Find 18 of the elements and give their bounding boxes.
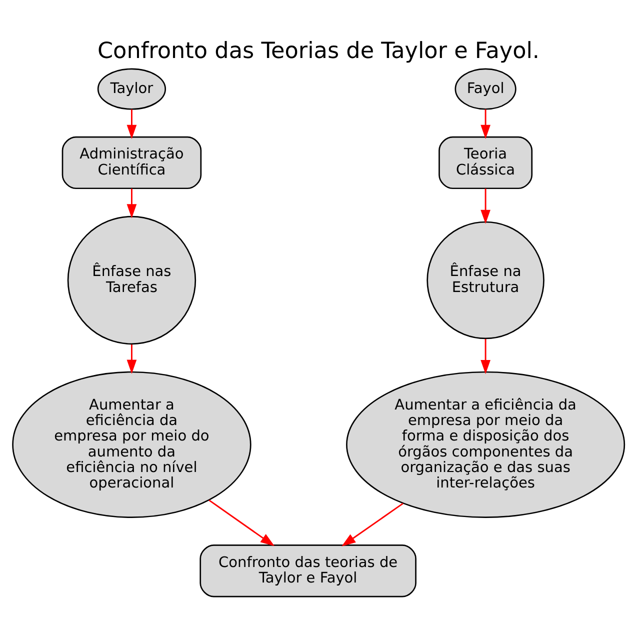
node-box: Confronto das teorias de Taylor e Fayol — [200, 544, 416, 598]
arrow — [480, 338, 490, 374]
node-circle: Ênfase nas Tarefas — [67, 216, 196, 345]
arrow — [480, 188, 490, 224]
arrow — [208, 500, 275, 546]
arrow — [342, 502, 404, 546]
arrow — [126, 344, 137, 374]
node-box: Teoria Clássica — [438, 136, 533, 190]
node-ellipse: Taylor — [97, 68, 166, 110]
node-box: Administração Científica — [62, 136, 202, 190]
node-circle: Ênfase na Estrutura — [426, 221, 544, 340]
node-ellipse: Fayol — [454, 68, 516, 110]
diagram-title: Confronto das Teorias de Taylor e Fayol. — [97, 38, 540, 64]
arrow — [480, 109, 490, 139]
node-ellipse: Aumentar a eficiência da empresa por meio do aumento da eficiência no nível operacional — [12, 371, 252, 518]
arrow — [126, 188, 137, 218]
arrow — [126, 109, 137, 139]
node-ellipse: Aumentar a eficiência da empresa por meio da forma e disposição dos órgãos componentes da organização e das suas inter-relações — [346, 371, 626, 518]
